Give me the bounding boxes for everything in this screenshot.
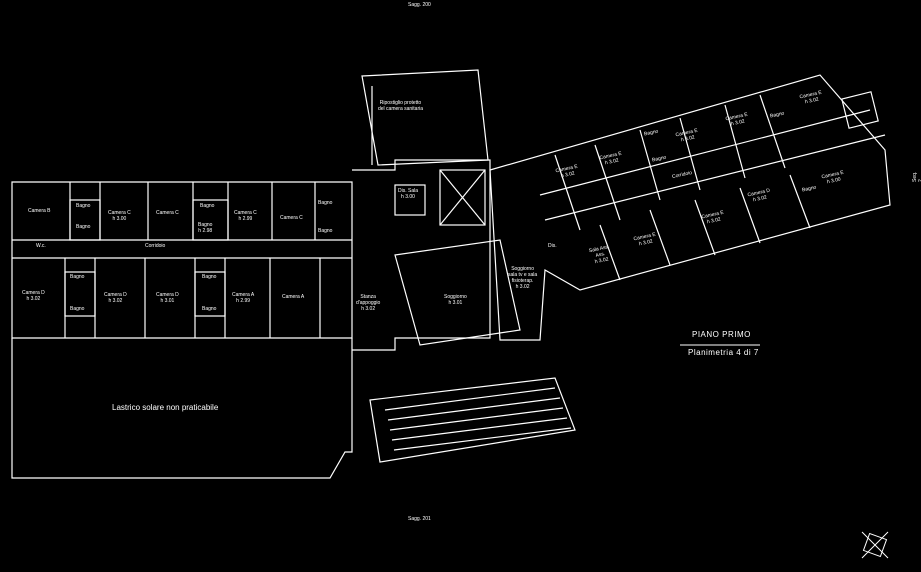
room-label: Bagno [318, 200, 333, 206]
room-label: Bagno [318, 228, 333, 234]
left-wing-outline [11, 181, 353, 339]
top-note: Sagg. 200 [408, 2, 431, 8]
room-label: Dis. Sala h 3.00 [398, 188, 419, 200]
room-label: Soggiorno sala tv e sala fisioterap. h 3… [508, 266, 538, 290]
room-label: Camera C [280, 215, 303, 221]
room-label: Camera B [28, 208, 51, 214]
bottom-note: Sagg. 201 [408, 516, 431, 522]
room-label: Ripostiglio protetto del camera sanitari… [378, 100, 424, 112]
room-label: Bagno [70, 274, 85, 280]
sheet-title: PIANO PRIMO [692, 330, 751, 339]
room-label: Stanza d'appoggio h 3.02 [356, 294, 381, 312]
right-wing-outline [489, 74, 891, 341]
room-label: Dis. [548, 243, 557, 249]
room-label: Bagno [202, 274, 217, 280]
room-label: Bagno [200, 203, 215, 209]
room-label: Camera D h 3.02 [22, 290, 45, 302]
sheet-subtitle: Planimetria 4 di 7 [688, 348, 759, 357]
room-label: Camera D h 3.01 [156, 292, 179, 304]
side-note: Seq. 2 [912, 171, 921, 182]
room-label: Bagno [70, 306, 85, 312]
room-label: Camera D h 3.02 [104, 292, 127, 304]
room-label: Bagno [76, 224, 91, 230]
room-label: Bagno [76, 203, 91, 209]
central-block [352, 159, 491, 351]
room-label: Camera A h 2.99 [232, 292, 255, 304]
room-label: Bagno [202, 306, 217, 312]
corridor-label: Corridoio [145, 243, 166, 249]
ramp [369, 377, 576, 463]
north-arrow-icon [861, 531, 889, 559]
room-label: Camera C h 3.00 [108, 210, 131, 222]
room-label: Soggiorno h 3.01 [444, 294, 467, 306]
terrace-label: Lastrico solare non praticabile [112, 403, 219, 412]
terrace-outline [11, 338, 353, 479]
wc-label: W.c. [36, 243, 46, 249]
room-label: Camera C h 2.99 [234, 210, 257, 222]
room-label: Camera A [282, 294, 305, 300]
room-label: Camera C [156, 210, 179, 216]
room-label: Bagno h 2.98 [198, 222, 213, 234]
